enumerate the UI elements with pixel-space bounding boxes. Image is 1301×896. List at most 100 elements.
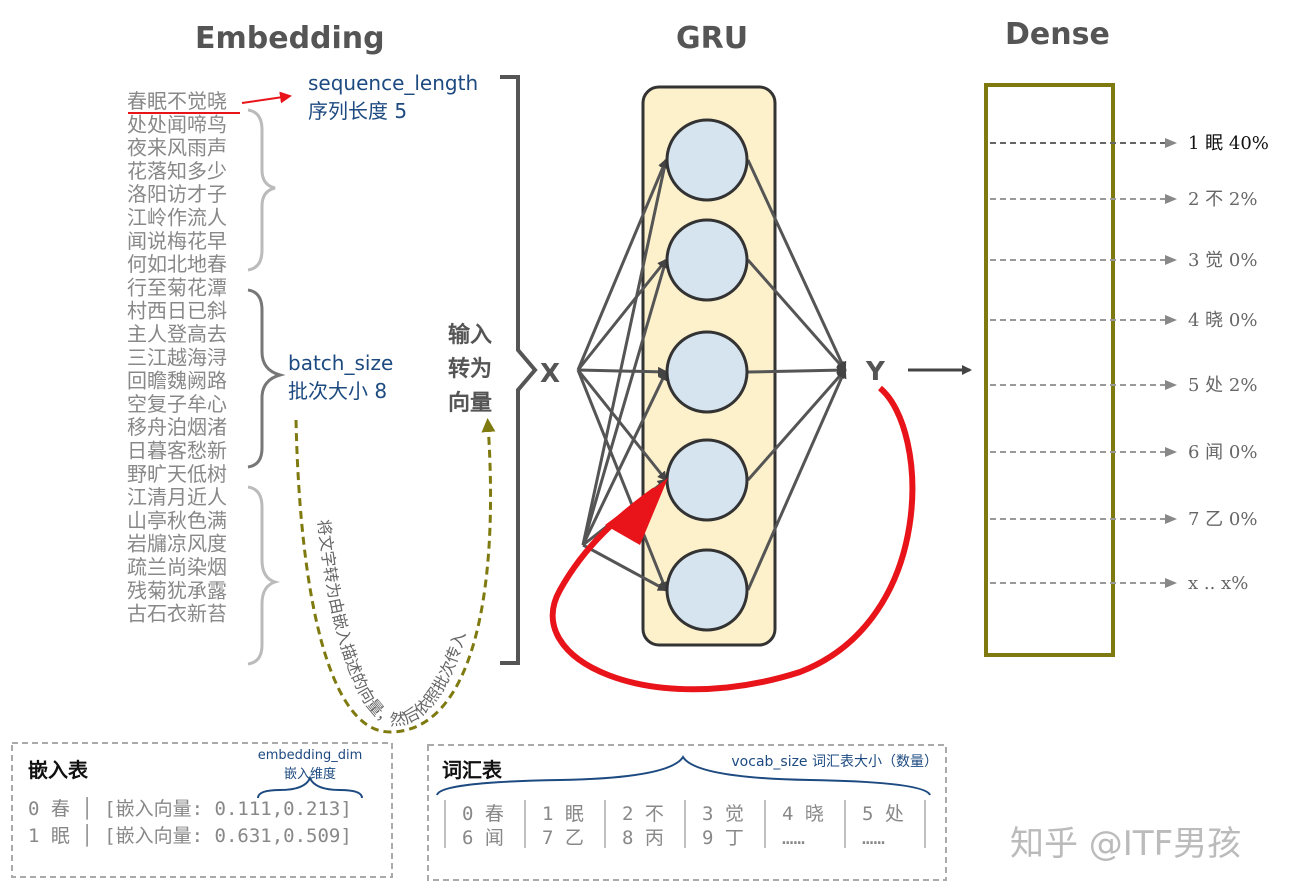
gru-unit [665, 330, 749, 414]
embedding-title: Embedding [195, 21, 385, 56]
poem-line: 三江越海浔 [127, 345, 227, 369]
input-edge [576, 258, 668, 371]
input-bracket [500, 75, 538, 665]
output-label: 6 闻 0% [1188, 442, 1257, 463]
poem-line: 处处闻啼鸟 [127, 112, 227, 136]
gru-nodes [665, 118, 749, 632]
input-label-2: 转为 [448, 356, 492, 382]
batch-size-label: batch_size [288, 351, 393, 375]
input-edge [576, 369, 668, 592]
batch-brace-3 [247, 485, 281, 666]
poem-line: 闻说梅花早 [127, 229, 227, 253]
vocab-cell: 7 乙 [542, 827, 584, 849]
poem-line: 残菊犹承露 [127, 578, 227, 602]
vocab-size-brace [436, 755, 931, 796]
vocab-cell: 8 丙 [622, 827, 664, 849]
embedding-table-title: 嵌入表 [28, 758, 89, 782]
vocab-cell: 1 眠 [542, 803, 584, 825]
output-label: 1 眠 40% [1188, 133, 1269, 154]
input-edge [581, 370, 668, 546]
input-edge [577, 366, 668, 377]
poem-line: 花落知多少 [127, 159, 227, 183]
poem-line: 回瞻魏阙路 [127, 369, 227, 393]
vocab-table-title: 词汇表 [442, 758, 503, 782]
poem-line: 洛阳访才子 [127, 182, 227, 206]
recurrent-arrowhead [605, 478, 668, 545]
embedding-dim-zh: 嵌入维度 [284, 766, 336, 782]
poem-list: 春眠不觉晓处处闻啼鸟夜来风雨声花落知多少洛阳访才子江岭作流人闻说梅花早何如北地春… [127, 89, 227, 626]
vocab-cell: …… [862, 827, 885, 849]
dense-title: Dense [1005, 17, 1110, 52]
vocab-cell: 0 春 [462, 803, 504, 825]
input-edge [581, 258, 669, 546]
embedding-row-1: 1 眠 │ [嵌入向量: 0.631,0.509] [28, 824, 352, 847]
poem-line: 村西日已斜 [127, 299, 227, 323]
input-edge [582, 543, 668, 592]
poem-line: 移舟泊烟渚 [127, 415, 227, 439]
dense-outputs: 1 眠 40% 2 不 2% 3 觉 0% 4 晓 0% 5 处 2% 6 闻 0% 7 乙… [990, 133, 1269, 594]
poem-line: 行至菊花潭 [127, 275, 227, 299]
sequence-length-zh: 序列长度 5 [308, 99, 407, 123]
poem-line: 山亭秋色满 [127, 508, 227, 532]
batch-brace-1 [247, 108, 276, 272]
input-edge [576, 158, 668, 371]
output-label: 3 觉 0% [1188, 250, 1257, 271]
output-label: 7 乙 0% [1188, 509, 1257, 530]
sequence-arrow [241, 91, 292, 104]
recurrent-loop [549, 385, 916, 693]
gru-unit [665, 548, 749, 632]
embedding-table [11, 742, 393, 878]
poem-line: 空复子牟心 [127, 392, 227, 416]
vocab-cell: 9 丁 [702, 827, 744, 849]
vocab-cell: 3 觉 [702, 803, 744, 825]
input-edge [576, 369, 668, 482]
poem-line: 江清月近人 [127, 485, 227, 509]
y-label: Y [865, 357, 886, 387]
poem-line: 江岭作流人 [127, 206, 227, 230]
vocab-grid: 0 春 1 眠 2 不 3 觉 4 晓 5 处 6 闻 7 乙 8 丙 9 丁 …… …… [444, 800, 926, 849]
poem-line: 野旷天低树 [127, 462, 227, 486]
x-label: X [540, 359, 560, 389]
vocab-size-label: vocab_size 词汇表大小（数量） [731, 754, 938, 770]
input-edge [581, 158, 670, 546]
poem-line: 日暮客愁新 [127, 439, 227, 463]
gru-title: GRU [676, 21, 748, 56]
output-label: 2 不 2% [1188, 189, 1257, 210]
embedding-flow-curve [294, 418, 496, 734]
poem-line: 古石衣新苔 [127, 602, 227, 626]
gru-edges [576, 158, 847, 592]
watermark: 知乎 @ITF男孩 [1010, 824, 1241, 864]
gru-unit [665, 438, 749, 522]
gru-unit [665, 118, 749, 202]
output-label: 4 晓 0% [1188, 310, 1257, 331]
output-edge [747, 365, 847, 376]
output-label: 5 处 2% [1188, 375, 1257, 396]
poem-line: 岩牖凉风度 [127, 532, 227, 556]
output-edge [746, 368, 847, 591]
embedding-row-0: 0 春 │ [嵌入向量: 0.111,0.213] [28, 797, 352, 820]
poem-line: 夜来风雨声 [127, 136, 227, 160]
embedding-dim-brace [257, 775, 363, 799]
batch-size-zh: 批次大小 8 [288, 379, 387, 403]
vocab-cell: 4 晓 [782, 803, 824, 825]
sequence-length-label: sequence_length [308, 71, 478, 95]
poem-line: 疏兰尚染烟 [127, 555, 227, 579]
vocab-cell: 6 闻 [462, 827, 504, 849]
vocab-cell: 2 不 [622, 803, 664, 825]
curve-note: 将文字转为由嵌入描述的向量，然后依照批次传入 [314, 518, 469, 729]
gru-unit [665, 218, 749, 302]
dense-layer [984, 83, 1115, 657]
batch-brace-2 [247, 288, 286, 469]
input-label-1: 输入 [448, 322, 492, 348]
output-label: x .. x% [1188, 573, 1248, 594]
output-edge [746, 368, 847, 481]
output-edge [746, 259, 847, 372]
embedding-dim-label: embedding_dim [258, 748, 363, 763]
poem-line: 主人登高去 [127, 322, 227, 346]
input-label-3: 向量 [448, 390, 492, 416]
vocab-cell: …… [782, 827, 805, 849]
poem-line: 春眠不觉晓 [127, 89, 227, 113]
poem-line: 何如北地春 [127, 252, 227, 276]
vocab-cell: 5 处 [862, 803, 904, 825]
